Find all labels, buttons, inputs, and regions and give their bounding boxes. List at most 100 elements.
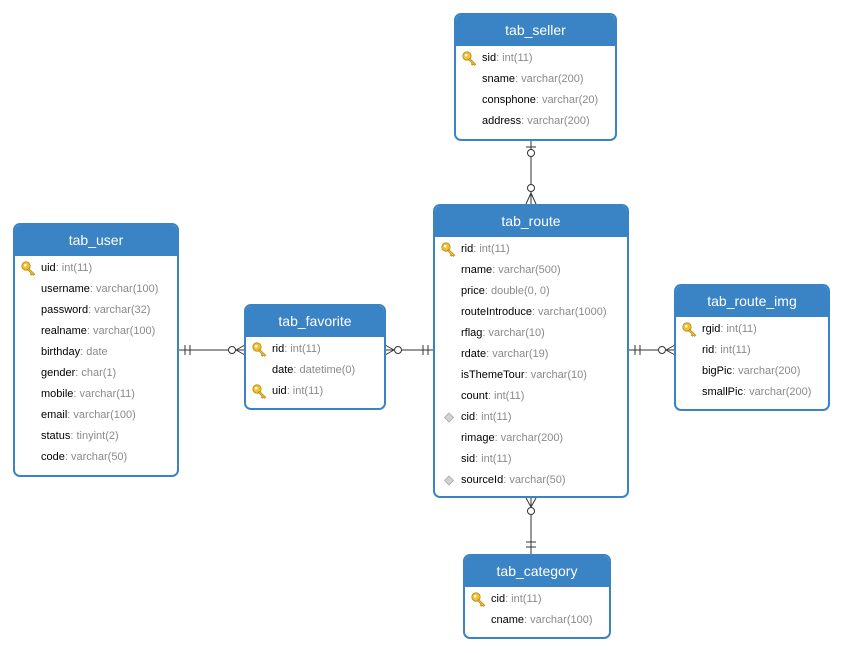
field-name: sname xyxy=(482,73,516,85)
field-row[interactable]: cname: varchar(100) xyxy=(465,610,609,631)
field-name: gender xyxy=(41,367,76,379)
field-name: username xyxy=(41,283,90,295)
field-row[interactable]: rgid: int(11) xyxy=(676,319,828,340)
field-row[interactable]: email: varchar(100) xyxy=(15,405,177,426)
field-row[interactable]: sname: varchar(200) xyxy=(456,69,615,90)
relation-favorite-route xyxy=(384,344,434,356)
field-type: : varchar(100) xyxy=(89,283,159,295)
field-row[interactable]: sid: int(11) xyxy=(435,449,627,470)
entity-title: tab_category xyxy=(465,556,609,587)
field-type: : varchar(100) xyxy=(524,614,593,626)
field-name: rid xyxy=(272,343,285,355)
field-type: : varchar(10) xyxy=(482,327,545,339)
field-name: sourceId xyxy=(461,474,504,486)
field-row[interactable]: smallPic: varchar(200) xyxy=(676,382,828,403)
field-name: cname xyxy=(491,614,525,626)
field-type: : varchar(1000) xyxy=(531,306,607,318)
field-type: : varchar(50) xyxy=(64,451,128,463)
field-row[interactable]: rimage: varchar(200) xyxy=(435,428,627,449)
field-row[interactable]: realname: varchar(100) xyxy=(15,321,177,342)
field-name: status xyxy=(41,430,71,442)
field-name: rgid xyxy=(702,323,721,335)
field-type: : varchar(200) xyxy=(742,386,812,398)
field-name: cid xyxy=(491,593,506,605)
field-name: code xyxy=(41,451,65,463)
entity-title: tab_seller xyxy=(456,15,615,46)
field-name: consphone xyxy=(482,94,536,106)
field-row[interactable]: rid: int(11) xyxy=(246,339,384,360)
field-name: price xyxy=(461,285,485,297)
field-row[interactable]: date: datetime(0) xyxy=(246,360,384,381)
field-name: rid xyxy=(702,344,715,356)
field-row[interactable]: status: tinyint(2) xyxy=(15,426,177,447)
key-icon xyxy=(471,592,487,607)
diamond-icon xyxy=(441,473,457,488)
field-row[interactable]: price: double(0, 0) xyxy=(435,281,627,302)
field-row[interactable]: mobile: varchar(11) xyxy=(15,384,177,405)
field-row[interactable]: code: varchar(50) xyxy=(15,447,177,468)
field-row[interactable]: rid: int(11) xyxy=(676,340,828,361)
relation-route-category xyxy=(525,497,537,554)
field-name: routeIntroduce xyxy=(461,306,532,318)
field-type: : varchar(10) xyxy=(524,369,587,381)
field-type: : int(11) xyxy=(714,344,751,356)
field-row[interactable]: sourceId: varchar(50) xyxy=(435,470,627,491)
field-row[interactable]: cid: int(11) xyxy=(435,407,627,428)
entity-tab-seller[interactable]: tab_seller sid: int(11)sname: varchar(20… xyxy=(454,13,617,141)
field-name: isThemeTour xyxy=(461,369,525,381)
field-row[interactable]: rid: int(11) xyxy=(435,239,627,260)
field-row[interactable]: address: varchar(200) xyxy=(456,111,615,132)
field-row[interactable]: rflag: varchar(10) xyxy=(435,323,627,344)
field-row[interactable]: password: varchar(32) xyxy=(15,300,177,321)
field-row[interactable]: cid: int(11) xyxy=(465,589,609,610)
relation-seller-route xyxy=(525,141,537,205)
entity-tab-favorite[interactable]: tab_favorite rid: int(11)date: datetime(… xyxy=(244,304,386,410)
field-type: : varchar(200) xyxy=(731,365,801,377)
field-type: : int(11) xyxy=(55,262,93,274)
field-type: : varchar(32) xyxy=(88,304,151,316)
field-name: mobile xyxy=(41,388,74,400)
field-name: date xyxy=(272,364,294,376)
field-row[interactable]: sid: int(11) xyxy=(456,48,615,69)
entity-tab-route[interactable]: tab_route rid: int(11)rname: varchar(500… xyxy=(433,204,629,498)
entity-title: tab_user xyxy=(15,225,177,256)
field-row[interactable]: rdate: varchar(19) xyxy=(435,344,627,365)
field-row[interactable]: consphone: varchar(20) xyxy=(456,90,615,111)
relation-route-routeimg xyxy=(629,344,676,356)
field-row[interactable]: bigPic: varchar(200) xyxy=(676,361,828,382)
entity-title: tab_route_img xyxy=(676,286,828,317)
field-row[interactable]: rname: varchar(500) xyxy=(435,260,627,281)
field-type: : int(11) xyxy=(720,323,757,335)
field-name: bigPic xyxy=(702,365,732,377)
field-row[interactable]: uid: int(11) xyxy=(246,381,384,402)
entity-tab-category[interactable]: tab_category cid: int(11)cname: varchar(… xyxy=(463,554,611,639)
field-type: : varchar(11) xyxy=(73,388,135,400)
field-type: : int(11) xyxy=(505,593,542,605)
field-name: sid xyxy=(461,453,476,465)
field-name: rimage xyxy=(461,432,495,444)
field-row[interactable]: isThemeTour: varchar(10) xyxy=(435,365,627,386)
key-icon xyxy=(462,51,478,66)
field-name: uid xyxy=(41,262,56,274)
field-type: : int(11) xyxy=(284,343,321,355)
key-icon xyxy=(441,242,457,257)
field-type: : date xyxy=(80,346,108,358)
field-row[interactable]: birthday: date xyxy=(15,342,177,363)
field-name: password xyxy=(41,304,89,316)
entity-tab-user[interactable]: tab_user uid: int(11)username: varchar(1… xyxy=(13,223,179,477)
field-row[interactable]: routeIntroduce: varchar(1000) xyxy=(435,302,627,323)
key-icon xyxy=(682,322,698,337)
field-name: birthday xyxy=(41,346,81,358)
field-type: : int(11) xyxy=(475,411,512,423)
field-type: : int(11) xyxy=(475,453,512,465)
field-row[interactable]: username: varchar(100) xyxy=(15,279,177,300)
field-row[interactable]: gender: char(1) xyxy=(15,363,177,384)
field-type: : varchar(19) xyxy=(486,348,549,360)
entity-tab-route-img[interactable]: tab_route_img rgid: int(11)rid: int(11)b… xyxy=(674,284,830,411)
field-row[interactable]: count: int(11) xyxy=(435,386,627,407)
field-type: : int(11) xyxy=(286,385,324,397)
field-row[interactable]: uid: int(11) xyxy=(15,258,177,279)
field-type: : varchar(100) xyxy=(86,325,156,337)
field-type: : int(11) xyxy=(496,52,533,64)
key-icon xyxy=(21,261,37,276)
